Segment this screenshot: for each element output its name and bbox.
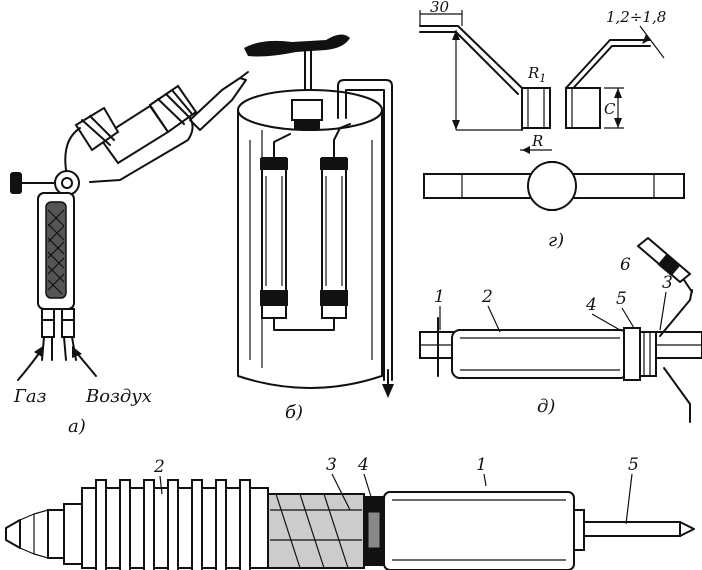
panel-b-cylinder	[237, 34, 394, 398]
panel-g-caption: г)	[548, 230, 564, 251]
d-part-6: 6	[620, 255, 631, 275]
bottom-part-5: 5	[628, 455, 639, 475]
d-part-4: 4	[585, 295, 597, 315]
d-part-1: 1	[434, 287, 445, 307]
bottom-part-4: 4	[357, 455, 369, 475]
bottom-part-2: 2	[153, 457, 165, 477]
dim-thickness-label: 1,2÷1,8	[606, 8, 666, 26]
dim-r-label: R	[531, 132, 543, 150]
bottom-part-labels: 1 2 3 4 5	[153, 455, 639, 525]
dim-c-label: C	[604, 100, 616, 118]
dim-width-label: 30	[430, 0, 450, 16]
panel-d-part-labels: 1 2 3 4 5 6	[434, 255, 673, 333]
fins	[95, 479, 251, 570]
panel-a-caption: а)	[68, 416, 86, 437]
bottom-part-1: 1	[476, 455, 487, 475]
bottom-part-3: 3	[326, 455, 337, 475]
bottom-assembly	[5, 479, 695, 570]
panel-a-burner	[10, 71, 249, 381]
panel-d-caption: д)	[537, 396, 555, 417]
d-part-5: 5	[616, 289, 627, 309]
gas-label: Газ	[13, 386, 46, 407]
panel-d-assembly	[419, 237, 702, 423]
d-part-3: 3	[662, 273, 673, 293]
dim-r1-label: R1	[527, 64, 546, 85]
panel-g-clamp	[419, 10, 685, 211]
panel-b-caption: б)	[285, 402, 303, 423]
air-label: Воздух	[85, 386, 152, 407]
d-part-2: 2	[481, 287, 493, 307]
